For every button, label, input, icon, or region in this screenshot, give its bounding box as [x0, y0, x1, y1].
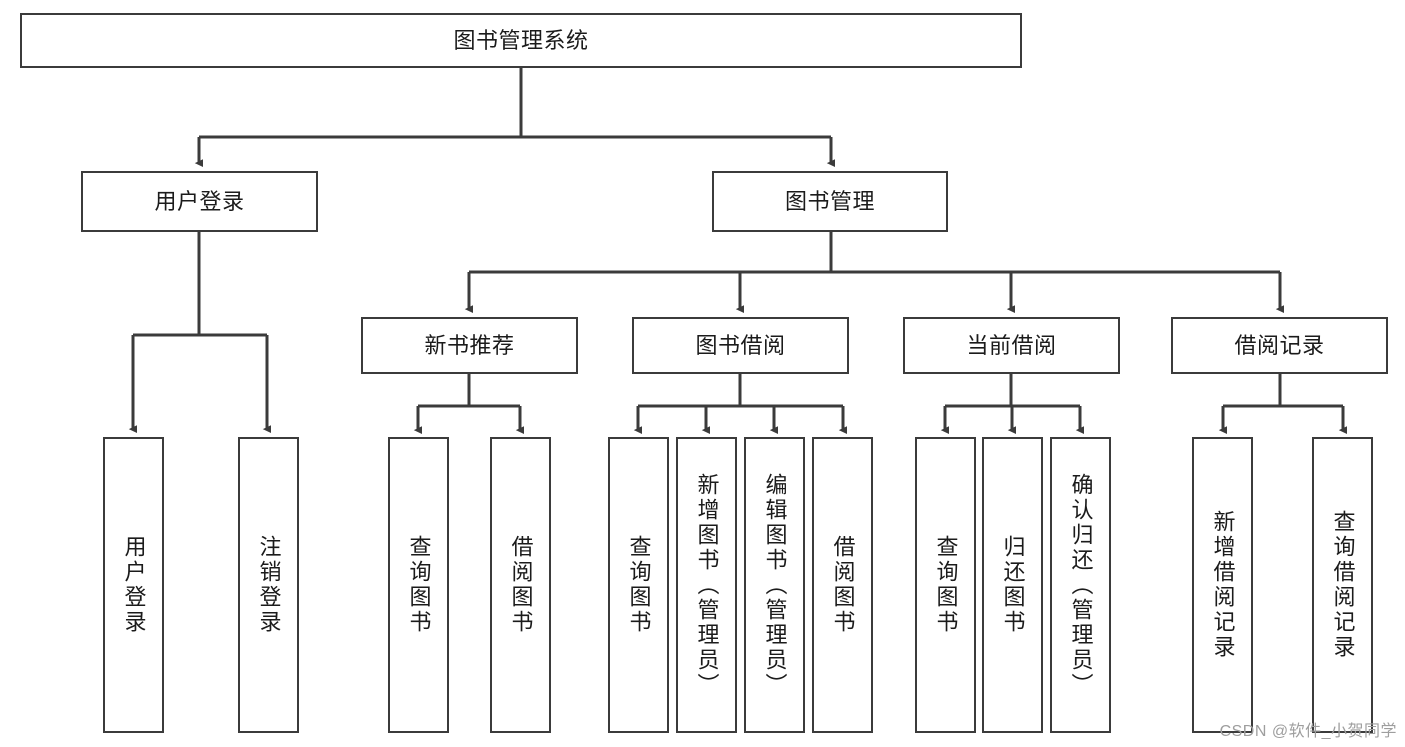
node-user-login[interactable]: 用户登录 [81, 171, 318, 232]
node-leaf-user-login[interactable]: 用户登录 [103, 437, 164, 733]
node-label: 新增图书（管理员） [694, 472, 720, 698]
node-book-management[interactable]: 图书管理 [712, 171, 948, 232]
node-label: 借阅图书 [830, 535, 856, 635]
node-label: 查询借阅记录 [1330, 510, 1356, 660]
node-label: 用户登录 [121, 535, 147, 635]
node-label: 查询图书 [933, 535, 959, 635]
node-leaf-add-book[interactable]: 新增图书（管理员） [676, 437, 737, 733]
node-new-book-recommend[interactable]: 新书推荐 [361, 317, 578, 374]
node-label: 确认归还（管理员） [1068, 472, 1094, 698]
node-leaf-borrow-book-recommend[interactable]: 借阅图书 [490, 437, 551, 733]
node-leaf-add-borrow-record[interactable]: 新增借阅记录 [1192, 437, 1253, 733]
node-current-borrow[interactable]: 当前借阅 [903, 317, 1120, 374]
node-label: 查询图书 [406, 535, 432, 635]
node-label: 图书管理 [784, 188, 875, 214]
node-leaf-borrow-book[interactable]: 借阅图书 [812, 437, 873, 733]
node-leaf-query-borrow-record[interactable]: 查询借阅记录 [1312, 437, 1373, 733]
node-label: 借阅图书 [508, 535, 534, 635]
node-leaf-confirm-return[interactable]: 确认归还（管理员） [1050, 437, 1111, 733]
node-label: 新增借阅记录 [1210, 510, 1236, 660]
node-label: 归还图书 [1000, 535, 1026, 635]
node-book-borrow[interactable]: 图书借阅 [632, 317, 849, 374]
node-leaf-return-book[interactable]: 归还图书 [982, 437, 1043, 733]
node-label: 注销登录 [256, 535, 282, 635]
node-leaf-query-book-recommend[interactable]: 查询图书 [388, 437, 449, 733]
node-label: 图书管理系统 [453, 27, 589, 53]
node-label: 编辑图书（管理员） [762, 472, 788, 698]
node-leaf-edit-book[interactable]: 编辑图书（管理员） [744, 437, 805, 733]
node-label: 借阅记录 [1234, 332, 1325, 358]
node-label: 查询图书 [626, 535, 652, 635]
node-leaf-query-book-borrow[interactable]: 查询图书 [608, 437, 669, 733]
node-label: 用户登录 [154, 188, 245, 214]
node-label: 图书借阅 [695, 332, 786, 358]
watermark: CSDN @软件_小贺同学 [1219, 723, 1397, 740]
node-root-book-management-system[interactable]: 图书管理系统 [20, 13, 1022, 68]
node-borrow-record[interactable]: 借阅记录 [1171, 317, 1388, 374]
node-label: 当前借阅 [966, 332, 1057, 358]
node-label: 新书推荐 [424, 332, 515, 358]
node-leaf-user-logout[interactable]: 注销登录 [238, 437, 299, 733]
node-leaf-query-book-current[interactable]: 查询图书 [915, 437, 976, 733]
